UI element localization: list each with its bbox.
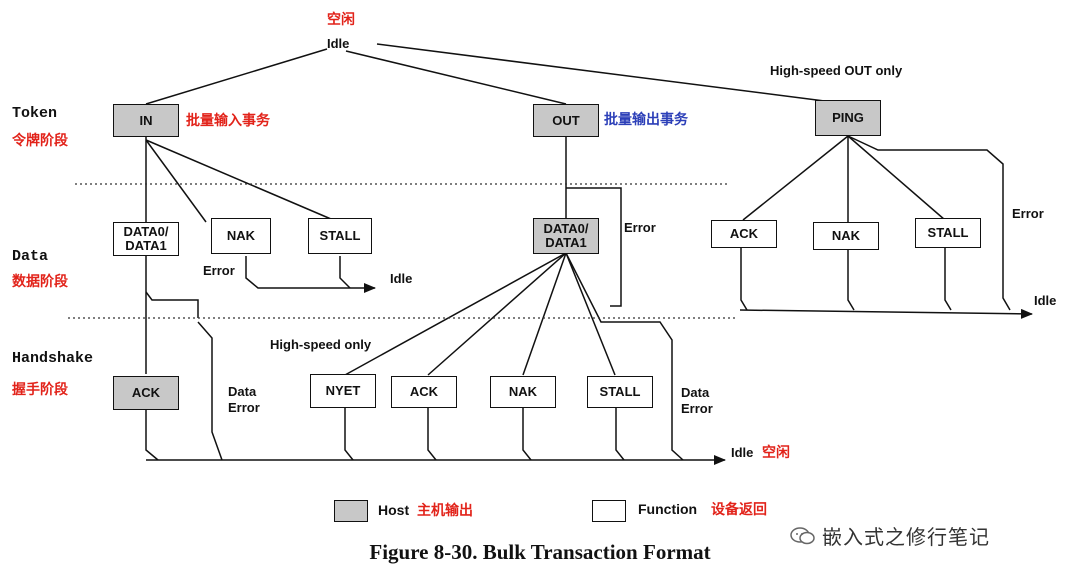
handshake-phase-cn-label: 握手阶段: [12, 381, 68, 397]
out-nyet-box: NYET: [310, 374, 376, 408]
legend-function-label: Function: [638, 501, 698, 517]
legend-function-swatch: [592, 500, 626, 522]
top-idle-cn-label: 空闲: [327, 11, 355, 27]
in-data-error-label: Data Error: [228, 384, 260, 415]
ping-ack-box: ACK: [711, 220, 777, 248]
in-error-label: Error: [203, 263, 235, 278]
high-speed-only-label: High-speed only: [270, 337, 372, 352]
out-data0-data1-box: DATA0/ DATA1: [533, 218, 599, 254]
out-error-label: Error: [624, 220, 656, 235]
bottom-idle-cn-label: 空闲: [762, 444, 790, 460]
ping-nak-box: NAK: [813, 222, 879, 250]
bulk-in-desc: 批量输入事务: [186, 112, 270, 128]
out-data-error-label: Data Error: [681, 385, 713, 416]
legend-host-swatch: [334, 500, 368, 522]
token-phase-label: Token: [12, 105, 58, 122]
ping-stall-box: STALL: [915, 218, 981, 248]
high-speed-out-only-label: High-speed OUT only: [770, 63, 903, 78]
out-token-box: OUT: [533, 104, 599, 137]
in-nak-box: NAK: [211, 218, 271, 254]
ping-idle-label: Idle: [1034, 293, 1057, 308]
bottom-idle-label: Idle: [731, 445, 754, 460]
ping-error-label: Error: [1012, 206, 1044, 221]
out-nak-box: NAK: [490, 376, 556, 408]
out-ack-box: ACK: [391, 376, 457, 408]
data-phase-cn-label: 数据阶段: [12, 273, 68, 289]
data-phase-label: Data: [12, 248, 49, 265]
out-stall-box: STALL: [587, 376, 653, 408]
in-data0-data1-box: DATA0/ DATA1: [113, 222, 179, 256]
top-idle-label: Idle: [327, 36, 350, 51]
legend-host-cn-label: 主机输出: [417, 502, 473, 518]
in-stall-box: STALL: [308, 218, 372, 254]
token-phase-cn-label: 令牌阶段: [12, 132, 68, 148]
watermark-text: 嵌入式之修行笔记: [822, 527, 990, 549]
in-token-box: IN: [113, 104, 179, 137]
legend-host-label: Host: [378, 502, 410, 518]
in-idle-label: Idle: [390, 271, 413, 286]
legend-function-cn-label: 设备返回: [711, 501, 767, 517]
wechat-icon: [790, 526, 815, 544]
in-ack-box: ACK: [113, 376, 179, 410]
watermark: 嵌入式之修行笔记: [790, 521, 990, 550]
handshake-phase-label: Handshake: [12, 350, 94, 367]
bulk-out-desc: 批量输出事务: [604, 111, 688, 127]
ping-token-box: PING: [815, 100, 881, 136]
figure-caption: Figure 8-30. Bulk Transaction Format: [369, 540, 711, 564]
